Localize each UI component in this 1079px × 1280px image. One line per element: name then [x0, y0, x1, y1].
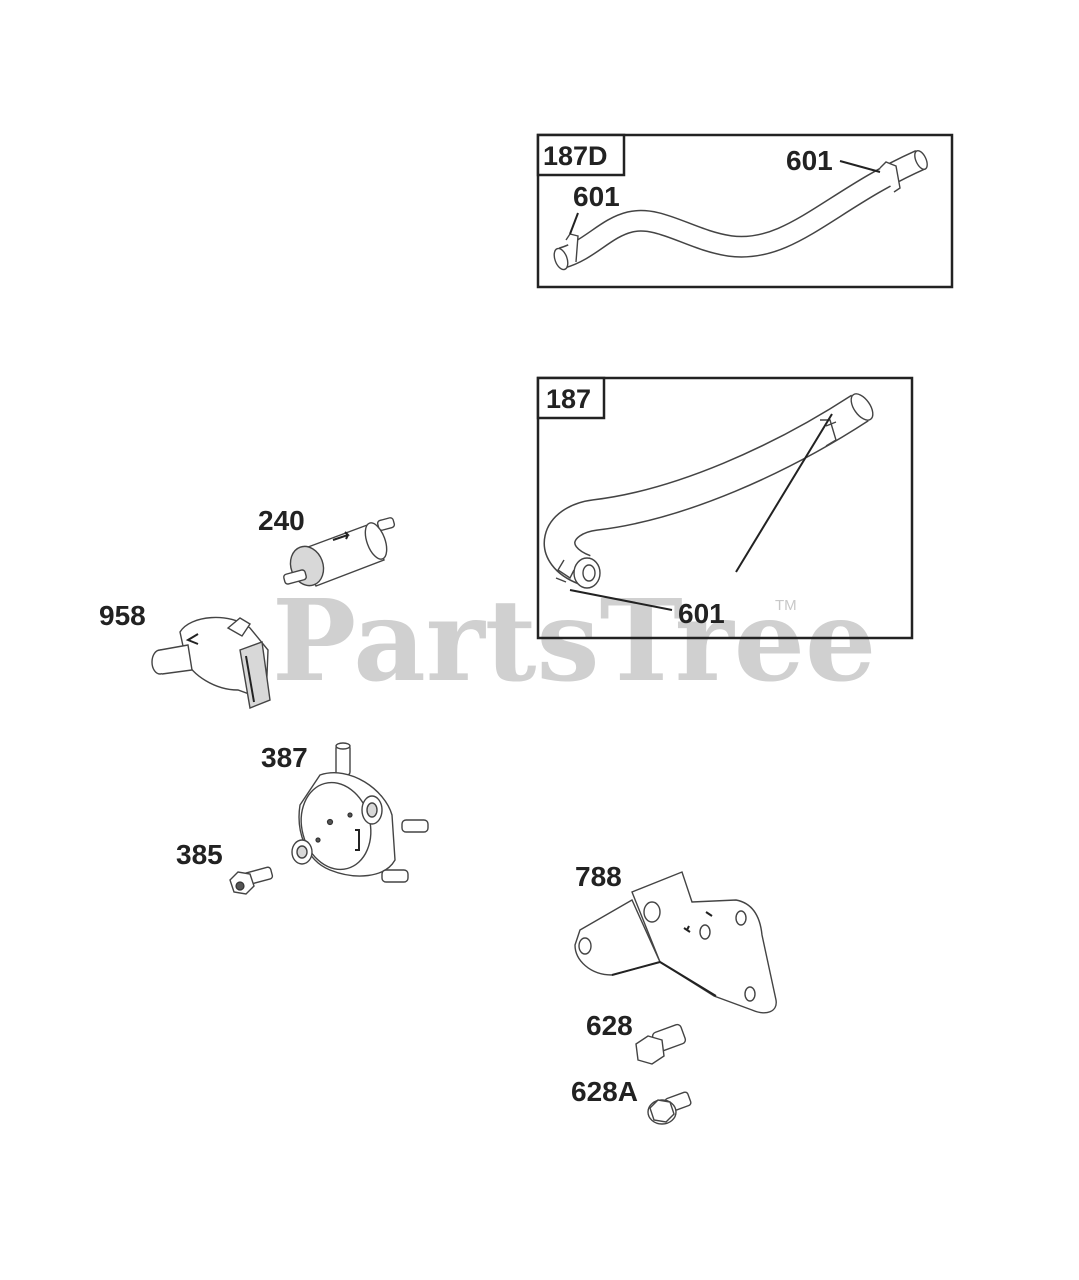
- part-958-shutoff-valve[interactable]: 958: [99, 600, 271, 709]
- watermark: PartsTree TM: [272, 576, 876, 707]
- box-187-label: 187: [546, 384, 591, 414]
- part-240-label: 240: [258, 505, 305, 536]
- bolt-628a-drawing: [647, 1091, 692, 1125]
- box-187d-label: 187D: [543, 141, 608, 171]
- part-387-label: 387: [261, 742, 308, 773]
- part-240-fuel-filter[interactable]: 240: [258, 505, 396, 590]
- part-385-screw[interactable]: 385: [176, 839, 274, 895]
- bolt-628-drawing: [635, 1023, 687, 1065]
- part-628-bolt[interactable]: 628: [586, 1010, 687, 1065]
- callout-601: 601: [678, 598, 725, 629]
- leader-601-left: [569, 212, 579, 235]
- part-788-label: 788: [575, 861, 622, 892]
- part-628a-bolt[interactable]: 628A: [571, 1076, 692, 1125]
- part-958-label: 958: [99, 600, 146, 631]
- leader-601-top: [735, 413, 833, 573]
- leader-601-right: [839, 160, 881, 173]
- part-385-label: 385: [176, 839, 223, 870]
- part-788-bracket[interactable]: 788: [574, 861, 777, 1014]
- watermark-trademark: TM: [775, 597, 797, 614]
- screw-385-drawing: [229, 866, 274, 895]
- callout-601-left: 601: [573, 181, 620, 212]
- watermark-text: PartsTree: [272, 576, 876, 707]
- box-187d-frame: [536, 133, 954, 289]
- part-628a-label: 628A: [571, 1076, 638, 1107]
- part-628-label: 628: [586, 1010, 633, 1041]
- hose-187d: [553, 149, 928, 271]
- box-187[interactable]: 187 601: [536, 376, 914, 640]
- box-187-label-frame: [536, 376, 606, 420]
- fuel-pump-drawing: [291, 742, 429, 883]
- callout-601-right: 601: [786, 145, 833, 176]
- bracket-drawing: [574, 871, 777, 1014]
- box-187d[interactable]: 187D 601 601: [536, 133, 954, 289]
- box-187d-label-frame: [536, 133, 626, 177]
- leader-601-bottom: [569, 589, 673, 611]
- fuel-filter-drawing: [283, 517, 396, 587]
- shutoff-valve-drawing: [151, 616, 271, 709]
- box-187-frame: [536, 376, 914, 640]
- part-387-fuel-pump[interactable]: 387: [261, 742, 429, 883]
